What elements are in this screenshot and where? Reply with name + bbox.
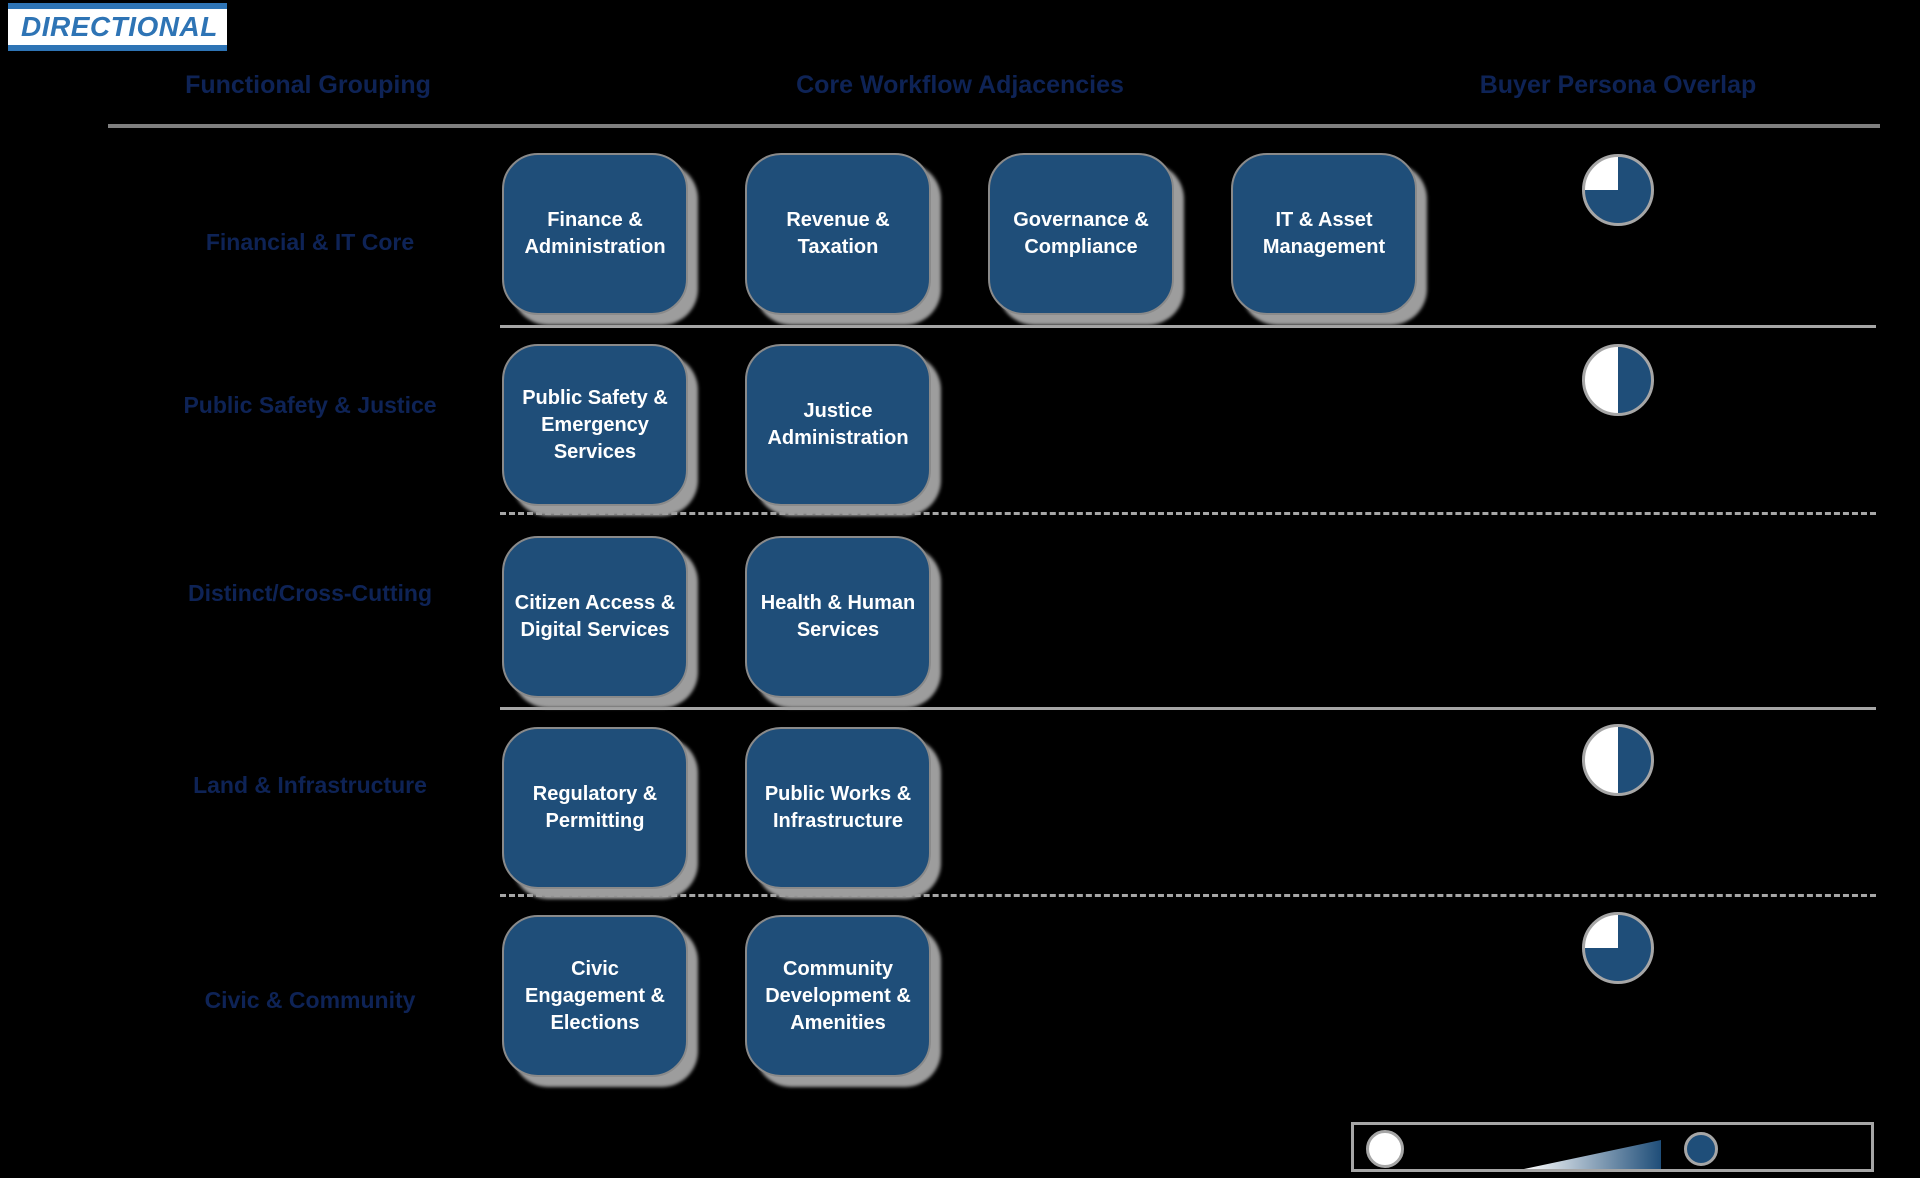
workflow-box-regulatory-permitting: Regulatory & Permitting: [502, 727, 688, 889]
workflow-box-label: Finance & Administration: [524, 209, 666, 258]
workflow-box-public-works-infrastructure: Public Works & Infrastructure: [745, 727, 931, 889]
directional-badge: DIRECTIONAL: [8, 3, 227, 51]
no-overlap-circle-icon: [1366, 1130, 1404, 1168]
workflow-box-label: Civic Engagement & Elections: [524, 957, 666, 1034]
workflow-box-finance-administration: Finance & Administration: [502, 153, 688, 315]
overlap-pie-50-icon: [1582, 724, 1654, 796]
group-label-public-safety-justice: Public Safety & Justice: [183, 392, 437, 418]
row-separator-4: [500, 894, 1876, 897]
workflow-box-governance-compliance: Governance & Compliance: [988, 153, 1174, 315]
column-header-core-workflow-adjacencies: Core Workflow Adjacencies: [796, 71, 1124, 99]
workflow-box-justice-administration: Justice Administration: [745, 344, 931, 506]
workflow-box-citizen-access-digital: Citizen Access & Digital Services: [502, 536, 688, 698]
overlap-pie-50-icon: [1582, 344, 1654, 416]
workflow-box-it-asset-management: IT & Asset Management: [1231, 153, 1417, 315]
high-overlap-circle-icon: [1684, 1132, 1718, 1166]
group-label-land-infrastructure: Land & Infrastructure: [193, 772, 427, 798]
workflow-box-label: Governance & Compliance: [1013, 209, 1149, 258]
workflow-box-label: IT & Asset Management: [1262, 209, 1386, 258]
row-separator-2: [500, 512, 1876, 515]
workflow-box-label: Citizen Access & Digital Services: [514, 592, 676, 641]
workflow-box-civic-engagement-elections: Civic Engagement & Elections: [502, 915, 688, 1077]
overlap-pie-75-icon: [1582, 912, 1654, 984]
increasing-overlap-wedge-icon: [1524, 1140, 1661, 1169]
overlap-pie-75-icon: [1582, 154, 1654, 226]
workflow-box-label: Revenue & Taxation: [786, 209, 890, 258]
header-underline: [108, 124, 1880, 128]
workflow-box-public-safety-emergency: Public Safety & Emergency Services: [502, 344, 688, 506]
overlap-legend: [1351, 1122, 1874, 1172]
workflow-box-label: Public Safety & Emergency Services: [522, 386, 668, 463]
workflow-box-label: Community Development & Amenities: [765, 957, 911, 1034]
column-header-buyer-persona-overlap: Buyer Persona Overlap: [1479, 71, 1757, 99]
row-separator-1: [500, 325, 1876, 328]
workflow-box-label: Health & Human Services: [760, 592, 916, 641]
group-label-civic-community: Civic & Community: [204, 987, 416, 1013]
workflow-box-label: Public Works & Infrastructure: [764, 783, 912, 832]
group-label-distinct-cross-cutting: Distinct/Cross-Cutting: [187, 580, 433, 606]
group-label-financial-it-core: Financial & IT Core: [205, 229, 415, 255]
row-separator-3: [500, 707, 1876, 710]
workflow-box-health-human-services: Health & Human Services: [745, 536, 931, 698]
workflow-box-label: Regulatory & Permitting: [532, 783, 658, 832]
column-header-functional-grouping: Functional Grouping: [185, 71, 431, 99]
workflow-box-community-development-amenities: Community Development & Amenities: [745, 915, 931, 1077]
workflow-box-revenue-taxation: Revenue & Taxation: [745, 153, 931, 315]
workflow-box-label: Justice Administration: [767, 400, 909, 449]
directional-badge-label: DIRECTIONAL: [21, 11, 218, 42]
